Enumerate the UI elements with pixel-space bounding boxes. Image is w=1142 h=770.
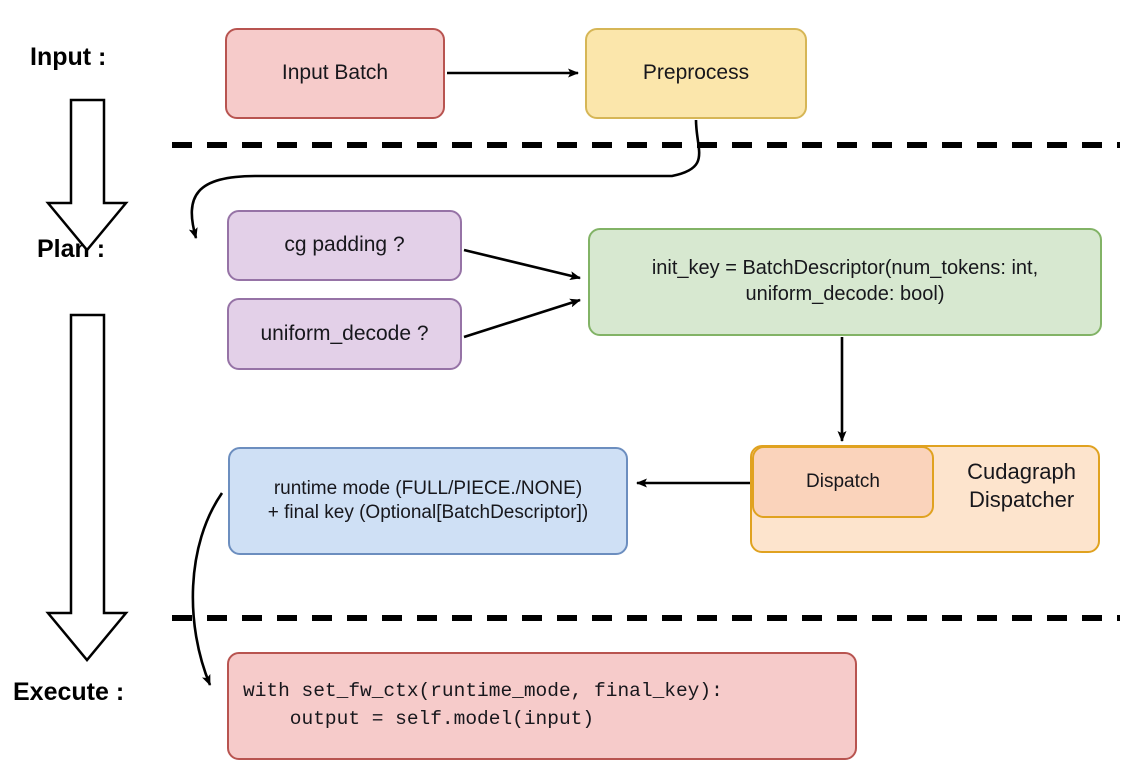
input-to-plan-arrow bbox=[45, 98, 129, 252]
node-runtime-mode-line2: + final key (Optional[BatchDescriptor]) bbox=[267, 502, 589, 523]
node-cg-padding-label: cg padding ? bbox=[284, 233, 405, 257]
stage-label-execute: Execute : bbox=[13, 678, 125, 706]
node-execute-code-label: with set_fw_ctx(runtime_mode, final_key)… bbox=[243, 680, 723, 730]
node-dispatch[interactable]: Dispatch bbox=[752, 446, 934, 518]
stage-label-input: Input : bbox=[30, 43, 107, 71]
node-input-batch-label: Input Batch bbox=[281, 61, 389, 85]
node-init-key-label: init_key = BatchDescriptor(num_tokens: i… bbox=[644, 256, 1046, 307]
edge-runtime-mode-to-execute-code bbox=[191, 492, 224, 686]
node-cudagraph-dispatcher-label: Cudagraph Dispatcher bbox=[959, 458, 1084, 514]
edge-uniform-decode-to-init-key bbox=[463, 298, 581, 339]
node-preprocess-label: Preprocess bbox=[642, 61, 750, 85]
node-preprocess[interactable]: Preprocess bbox=[585, 28, 807, 119]
node-cudagraph-dispatcher-line1: Cudagraph bbox=[967, 459, 1076, 484]
node-runtime-mode-line1: runtime mode (FULL/PIECE./NONE) bbox=[273, 477, 583, 499]
node-uniform-decode[interactable]: uniform_decode ? bbox=[227, 298, 462, 370]
node-dispatch-label: Dispatch bbox=[806, 470, 880, 492]
edge-cg-padding-to-init-key bbox=[463, 248, 581, 281]
node-runtime-mode-label: runtime mode (FULL/PIECE./NONE) + final … bbox=[260, 477, 597, 526]
node-runtime-mode[interactable]: runtime mode (FULL/PIECE./NONE) + final … bbox=[228, 447, 628, 555]
node-init-key-line1: init_key = BatchDescriptor(num_tokens: i… bbox=[651, 257, 1039, 280]
plan-to-execute-arrow bbox=[45, 313, 129, 662]
node-init-key[interactable]: init_key = BatchDescriptor(num_tokens: i… bbox=[588, 228, 1102, 336]
node-cudagraph-dispatcher-line2: Dispatcher bbox=[968, 487, 1075, 513]
stage-label-plan: Plan : bbox=[37, 235, 106, 263]
node-cg-padding[interactable]: cg padding ? bbox=[227, 210, 462, 281]
node-init-key-line2: uniform_decode: bool) bbox=[745, 283, 945, 305]
node-execute-code[interactable]: with set_fw_ctx(runtime_mode, final_key)… bbox=[227, 652, 857, 760]
node-uniform-decode-label: uniform_decode ? bbox=[260, 321, 429, 345]
node-input-batch[interactable]: Input Batch bbox=[225, 28, 445, 119]
